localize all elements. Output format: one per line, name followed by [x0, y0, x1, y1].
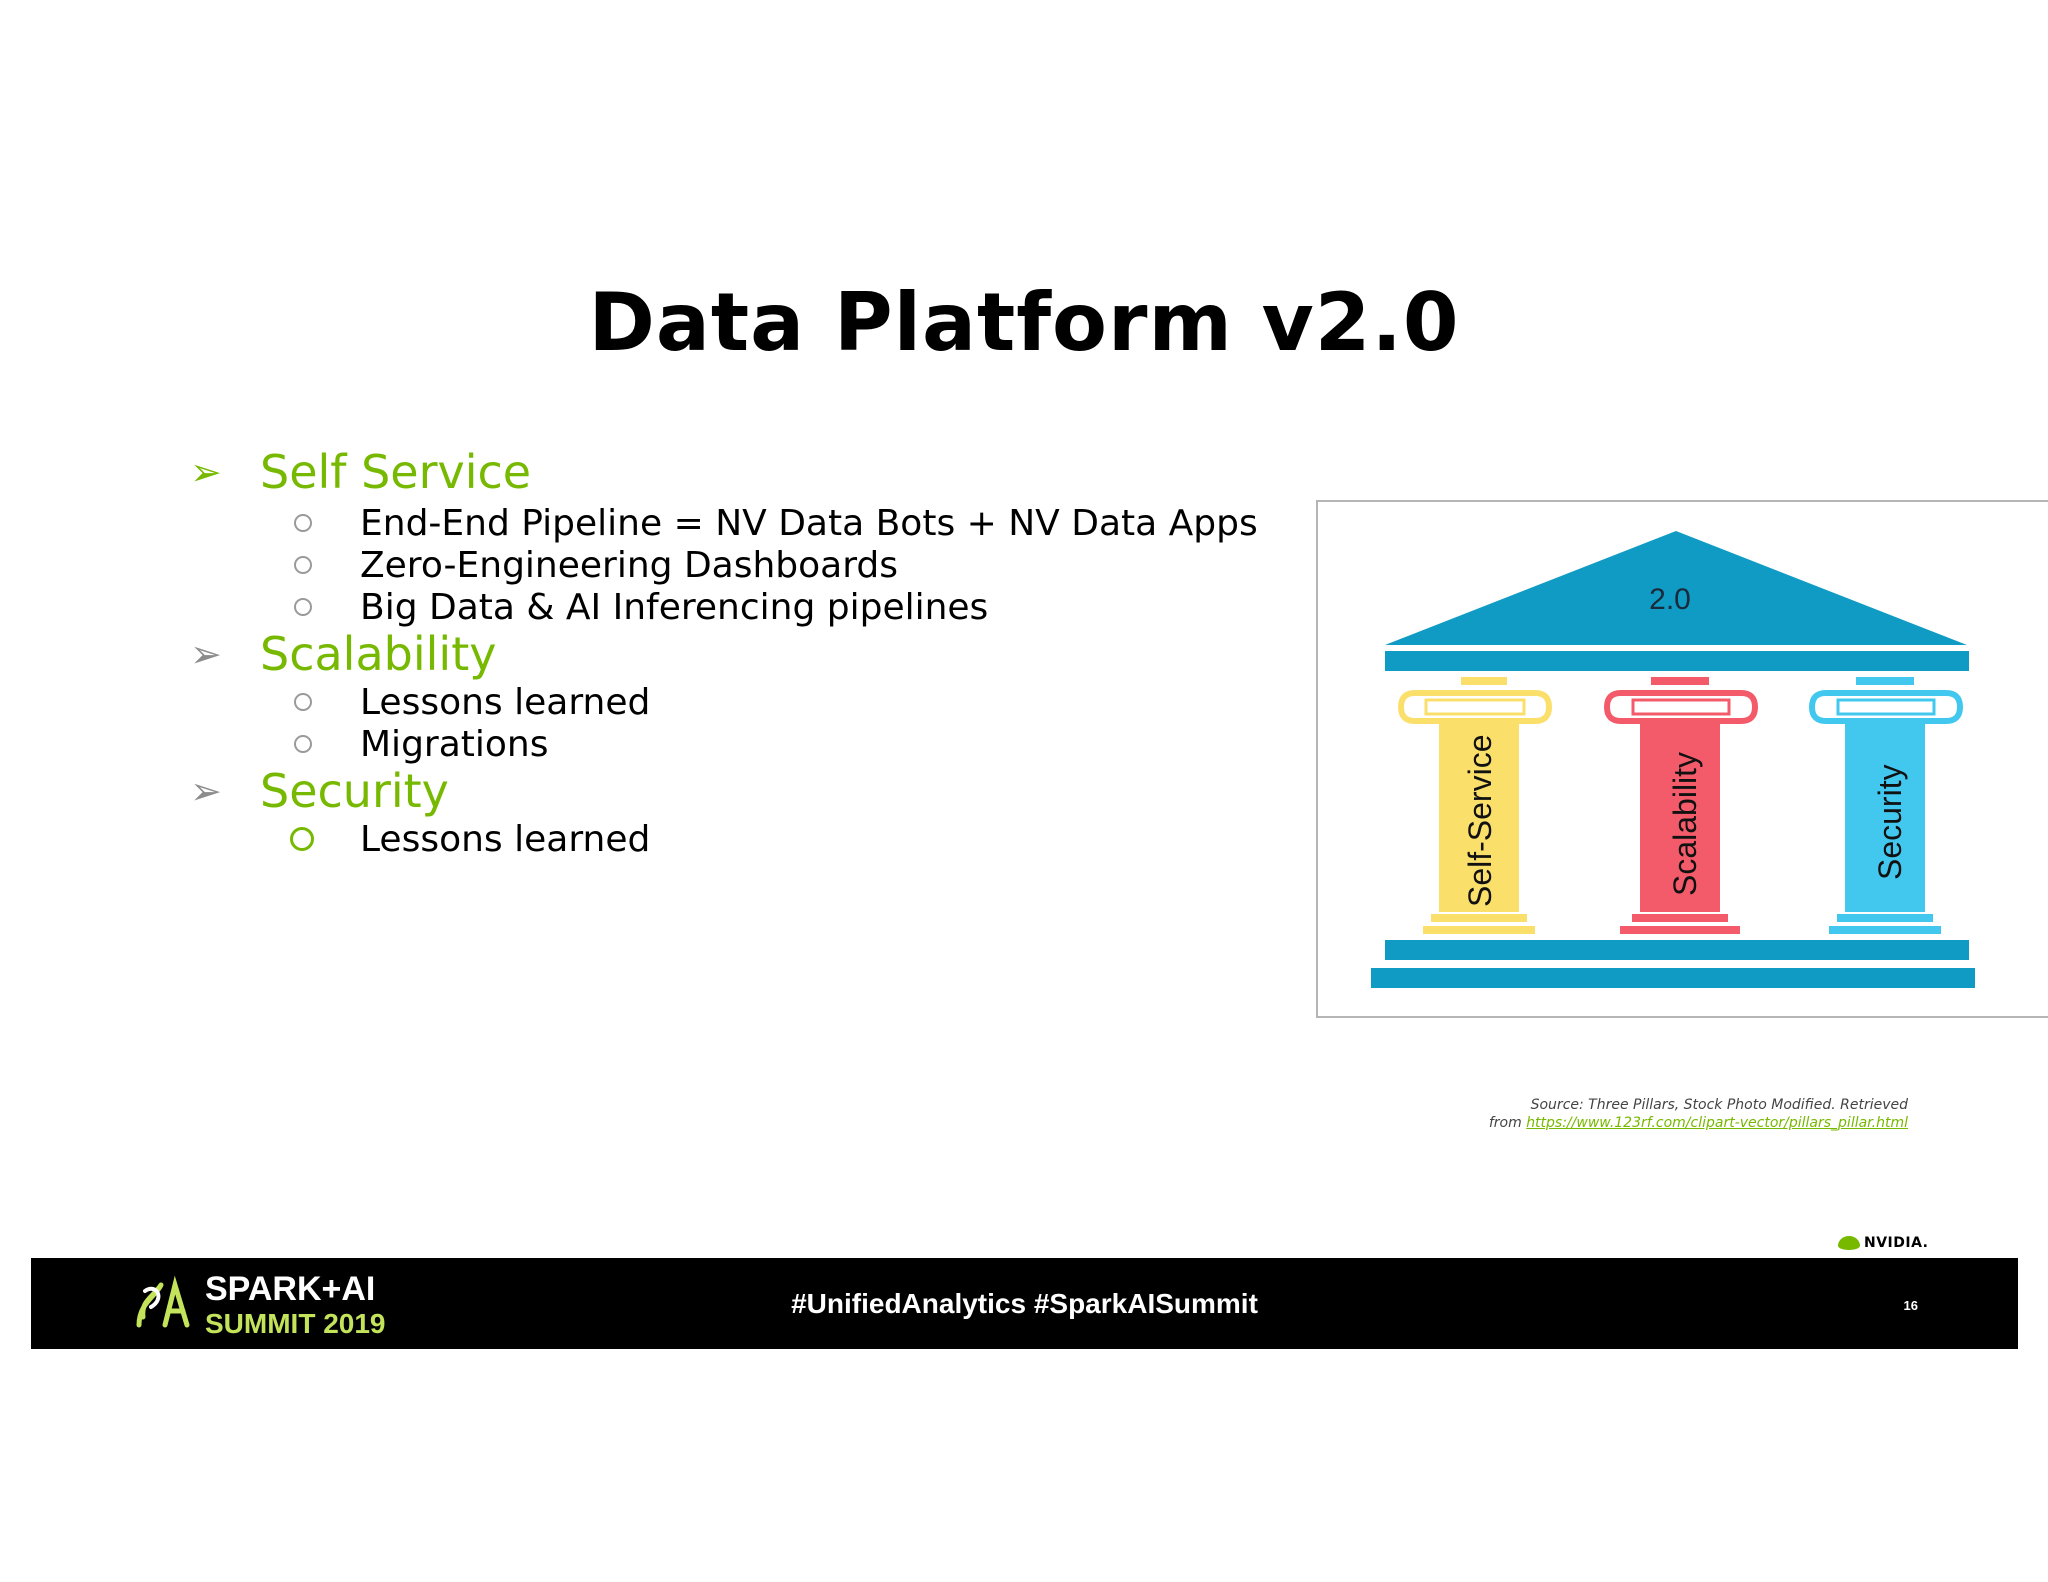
slide-title: Data Platform v2.0: [588, 276, 1460, 369]
arrow-bullet-icon: ➢: [190, 632, 222, 676]
circle-bullet-icon: [290, 556, 360, 574]
circle-bullet-icon: [290, 514, 360, 532]
logo-line-2: SUMMIT 2019: [205, 1308, 386, 1339]
spark-ai-summit-logo: SPARK+AI SUMMIT 2019: [131, 1272, 386, 1338]
sub-bullet-text: End-End Pipeline = NV Data Bots + NV Dat…: [360, 502, 1258, 544]
source-link[interactable]: https://www.123rf.com/clipart-vector/pil…: [1526, 1115, 1908, 1131]
nvidia-wordmark: NVIDIA.: [1864, 1235, 1929, 1251]
bullet-label: Security: [260, 764, 449, 818]
source-line-1: Source: Three Pillars, Stock Photo Modif…: [1530, 1097, 1908, 1113]
pillar-security: Security: [1808, 677, 1964, 934]
sub-bullet: Migrations: [290, 723, 549, 765]
sub-bullet-text: Big Data & AI Inferencing pipelines: [360, 586, 989, 628]
pillar-label: Scalability: [1667, 752, 1703, 896]
sub-bullet-text: Lessons learned: [360, 818, 651, 860]
page-number: 16: [1903, 1298, 1918, 1313]
arrow-bullet-icon: ➢: [190, 450, 222, 494]
bullet-self-service: ➢ Self Service: [190, 444, 531, 500]
footer-bar: SPARK+AI SUMMIT 2019 #UnifiedAnalytics #…: [31, 1258, 2018, 1349]
nvidia-logo: NVIDIA.: [1838, 1232, 1929, 1254]
sub-bullet: End-End Pipeline = NV Data Bots + NV Dat…: [290, 502, 1258, 544]
circle-bullet-icon: [290, 827, 360, 851]
base-step-bottom: [1371, 968, 1975, 988]
circle-bullet-icon: [290, 598, 360, 616]
circle-bullet-icon: [290, 735, 360, 753]
bullet-scalability: ➢ Scalability: [190, 626, 496, 682]
pillar-label: Self-Service: [1462, 735, 1498, 908]
roof-shape: [1385, 531, 1967, 645]
base-step-top: [1385, 940, 1969, 960]
pillar-scalability: Scalability: [1603, 677, 1759, 934]
circle-bullet-icon: [290, 693, 360, 711]
bullet-label: Scalability: [260, 627, 497, 681]
sub-bullet: Lessons learned: [290, 681, 650, 723]
sub-bullet-text: Migrations: [360, 723, 549, 765]
three-pillars-image: 2.0 Self-Service Scalability: [1316, 500, 2048, 1018]
pillar-self-service: Self-Service: [1397, 677, 1553, 934]
nvidia-eye-icon: [1838, 1236, 1860, 1250]
sub-bullet-text: Lessons learned: [360, 681, 651, 723]
sub-bullet: Lessons learned: [290, 818, 650, 860]
pillars-illustration: 2.0 Self-Service Scalability: [1371, 531, 1975, 988]
bullet-label: Self Service: [260, 445, 532, 499]
source-line-2: from https://www.123rf.com/clipart-vecto…: [1300, 1115, 1908, 1131]
logo-line-1: SPARK+AI: [205, 1270, 376, 1308]
spark-ai-mark-icon: [136, 1275, 190, 1328]
roof-beam: [1385, 651, 1969, 671]
sub-bullet: Big Data & AI Inferencing pipelines: [290, 586, 988, 628]
source-from: from: [1488, 1115, 1527, 1131]
sub-bullet-text: Zero-Engineering Dashboards: [360, 544, 899, 586]
roof-label: 2.0: [1649, 583, 1691, 616]
footer-hashtags: #UnifiedAnalytics #SparkAISummit: [791, 1288, 1258, 1319]
bullet-security: ➢ Security: [190, 763, 449, 819]
arrow-bullet-icon: ➢: [190, 769, 222, 813]
sub-bullet: Zero-Engineering Dashboards: [290, 544, 898, 586]
pillar-label: Security: [1872, 764, 1908, 880]
